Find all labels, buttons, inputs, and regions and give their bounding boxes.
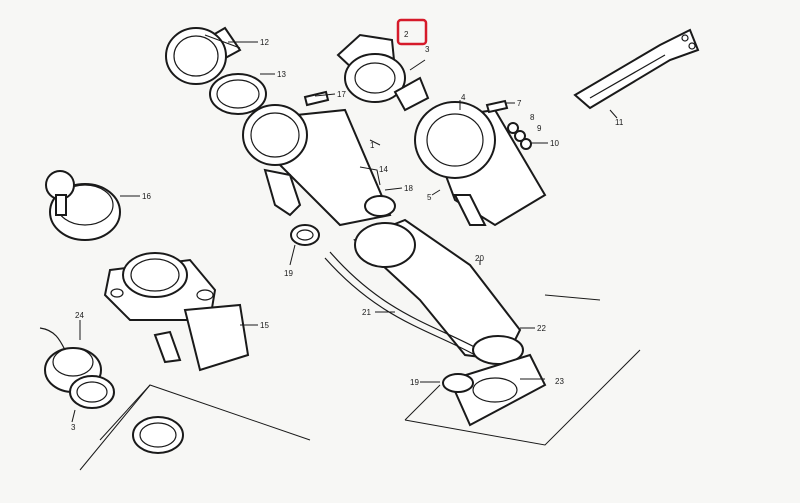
callout-7: 7 bbox=[517, 99, 522, 108]
callout-8: 8 bbox=[530, 113, 535, 122]
part-16-locking-cap bbox=[45, 170, 121, 241]
callout-4: 4 bbox=[461, 93, 466, 102]
part-23-mount-base bbox=[448, 353, 547, 427]
callout-3-lower: 3 bbox=[71, 423, 76, 432]
part-19-lower-clamp bbox=[442, 373, 474, 393]
part-4-tank-body bbox=[414, 101, 547, 227]
callout-24: 24 bbox=[75, 311, 84, 320]
callout-20: 20 bbox=[475, 254, 484, 263]
part-14-filler-neck bbox=[242, 104, 392, 227]
part-7-10-hardware bbox=[485, 99, 532, 150]
background-lines bbox=[79, 294, 641, 471]
callout-18: 18 bbox=[404, 184, 413, 193]
callout-15: 15 bbox=[260, 321, 269, 330]
part-19-hose-clamp bbox=[290, 224, 320, 246]
callout-23: 23 bbox=[555, 377, 564, 386]
part-21-vent-tube bbox=[324, 251, 481, 356]
part-15-adapter-plate bbox=[103, 252, 250, 372]
callout-labels: 2 3 3 1 4 5 7 8 9 10 11 12 13 14 15 16 1… bbox=[71, 30, 624, 432]
callout-16: 16 bbox=[142, 192, 151, 201]
callout-17: 17 bbox=[337, 90, 346, 99]
part-13-seal-ring bbox=[209, 73, 267, 115]
part-18-hose-clamp bbox=[364, 195, 396, 217]
highlight-box bbox=[396, 18, 428, 46]
callout-11: 11 bbox=[615, 118, 624, 127]
leader-lines bbox=[71, 41, 618, 423]
callout-12: 12 bbox=[260, 38, 269, 47]
callout-10: 10 bbox=[550, 139, 559, 148]
callout-19: 19 bbox=[284, 269, 293, 278]
part-12-filler-cap bbox=[165, 26, 242, 85]
callout-14: 14 bbox=[379, 165, 388, 174]
callout-13: 13 bbox=[277, 70, 286, 79]
callout-5: 5 bbox=[427, 193, 432, 202]
callout-9: 9 bbox=[537, 124, 542, 133]
callout-2: 2 bbox=[404, 30, 409, 39]
callout-19-lower: 19 bbox=[410, 378, 419, 387]
part-24-cap-with-chain bbox=[39, 327, 115, 409]
part-seal-ring-lower bbox=[132, 416, 184, 454]
callout-1: 1 bbox=[370, 141, 375, 150]
part-2-bayonet-cap bbox=[336, 33, 430, 112]
callout-21: 21 bbox=[362, 308, 371, 317]
callout-3: 3 bbox=[425, 45, 430, 54]
part-17-screw bbox=[303, 90, 330, 107]
callout-22: 22 bbox=[537, 324, 546, 333]
part-11-mounting-bracket bbox=[573, 28, 700, 110]
